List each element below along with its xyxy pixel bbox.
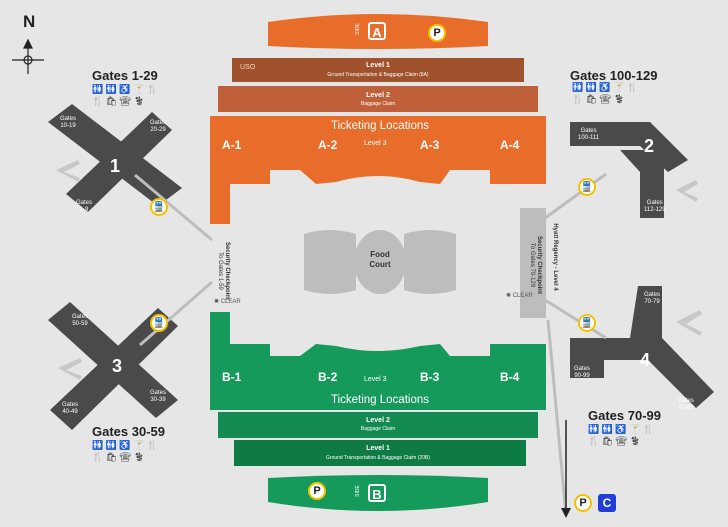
food-court-area[interactable] — [304, 230, 456, 294]
gate-range-20-29: Gates 20-29 — [150, 120, 167, 133]
side-a-level2-label: Level 2 — [366, 92, 390, 99]
side-a-level1-strip[interactable] — [232, 58, 524, 82]
side-b-parking-icon[interactable]: P — [308, 482, 326, 500]
side-a-word: SIDE — [354, 23, 361, 35]
concourse-2-building[interactable] — [570, 122, 688, 218]
clear-right-label[interactable]: ✺ CLEAR — [506, 292, 533, 299]
parking-c-p-icon[interactable]: P — [574, 494, 592, 512]
side-a-ticketing-block[interactable] — [210, 116, 546, 224]
concourse-4-building[interactable] — [570, 286, 714, 408]
side-b-level1-sub-text: Ground Transportation & Baggage Claim — [326, 455, 417, 461]
concourse-3-title: Gates 30-59 — [92, 424, 165, 439]
side-b-level2-strip[interactable] — [218, 412, 538, 438]
section-a2[interactable]: A-2 — [318, 138, 338, 152]
food-court-label[interactable]: Food Court — [369, 250, 391, 269]
side-b-letter[interactable]: B — [368, 484, 386, 502]
gate-range-50-59: Gates 50-59 — [72, 314, 89, 327]
side-b-ticketing-block[interactable] — [210, 312, 546, 410]
side-a-letter[interactable]: A — [368, 22, 386, 40]
side-a-level1-label: Level 1 — [366, 62, 390, 69]
security-right-line1: Security Checkpoint — [536, 235, 542, 294]
section-a4[interactable]: A-4 — [500, 138, 520, 152]
concourse-3-number: 3 — [112, 356, 123, 376]
section-b4[interactable]: B-4 — [500, 370, 520, 384]
concourse-1-building[interactable] — [48, 104, 182, 212]
compass-rose — [12, 38, 44, 74]
side-b-level1-sub: Ground Transportation & Baggage Claim (2… — [290, 455, 466, 461]
side-b-ticketing-title: Ticketing Locations — [330, 394, 429, 406]
side-a-level1-sub-code: (8A) — [419, 72, 429, 78]
gate-range-70-79: Gates 70-79 — [644, 292, 661, 305]
security-right-line2: To Gates 70-129 — [529, 242, 535, 288]
gate-range-10-19: Gates 10-19 — [60, 116, 77, 129]
side-a-level1-sub-text: Ground Transportation & Baggage Claim — [327, 72, 418, 78]
section-b3[interactable]: B-3 — [420, 370, 440, 384]
train-icon-concourse-3[interactable]: 🚆 — [150, 314, 168, 332]
side-b-level2-sub: Baggage Claim — [360, 426, 396, 432]
side-a-level2-sub: Baggage Claim — [360, 101, 396, 107]
concourse-1-amenities-bottom: 🍴 🛍 ☎ ⚕ — [92, 96, 145, 106]
concourse-2-amenities-top: 🚻 🚻 ♿ 🍸 🍴 — [572, 82, 639, 92]
concourse-2-title: Gates 100-129 — [570, 68, 658, 83]
security-left-line1: Security Checkpoint — [224, 241, 230, 300]
concourse-1-amenities-top: 🚻 🚻 ♿ 🍸 🍴 — [92, 84, 159, 94]
side-b-level3: Level 3 — [364, 376, 387, 383]
gate-range-100-111: Gates 100-111 — [578, 128, 600, 141]
section-b2[interactable]: B-2 — [318, 370, 338, 384]
security-right-block[interactable] — [520, 208, 546, 318]
gate-range-40-49: Gates 40-49 — [62, 402, 79, 415]
concourse-1-number: 1 — [110, 156, 121, 176]
gate-range-80-89: Gates 80-89 — [678, 398, 695, 411]
security-left-line2: To Gates 1-59 — [217, 252, 223, 290]
security-right-label[interactable]: Security Checkpoint To Gates 70-129 — [528, 210, 542, 320]
train-icon-concourse-1[interactable]: 🚆 — [150, 198, 168, 216]
compass-north-label: N — [23, 12, 36, 31]
clear-left-label[interactable]: ✺ CLEAR — [214, 298, 241, 305]
concourse-3-amenities-top: 🚻 🚻 ♿ 🍸 🍴 — [92, 440, 159, 450]
side-b-level2-label: Level 2 — [366, 417, 390, 424]
concourse-2-number: 2 — [644, 136, 655, 156]
gate-range-112-129: Gates 112-129 — [644, 200, 666, 213]
concourse-4-amenities-top: 🚻 🚻 ♿ 🍸 🍴 — [588, 424, 655, 434]
section-a3[interactable]: A-3 — [420, 138, 440, 152]
parking-c-c-icon[interactable]: C — [598, 494, 616, 512]
side-a-ticketing-title: Ticketing Locations — [330, 120, 429, 132]
gate-range-30-39: Gates 30-39 — [150, 390, 167, 403]
side-a-level1-sub: Ground Transportation & Baggage Claim (8… — [290, 72, 466, 78]
side-b-level1-sub-code: (20B) — [417, 455, 430, 461]
concourse-4-title: Gates 70-99 — [588, 408, 661, 423]
side-b-level1-strip[interactable] — [234, 440, 526, 466]
concourse-2-amenities-bottom: 🍴 🛍 ☎ ⚕ — [572, 94, 625, 104]
parking-c-arrow — [561, 508, 571, 518]
concourse-3-amenities-bottom: 🍴 🛍 ☎ ⚕ — [92, 452, 145, 462]
security-left-label[interactable]: Security Checkpoint To Gates 1-59 — [216, 216, 230, 326]
clear-right-text: CLEAR — [512, 293, 533, 299]
clear-right-icon: ✺ — [506, 293, 512, 299]
side-a-level3: Level 3 — [364, 140, 387, 147]
side-b-word: SIDE — [354, 485, 361, 497]
side-a-parking-icon[interactable]: P — [428, 24, 446, 42]
side-b-level1-label: Level 1 — [366, 445, 390, 452]
concourse-4-number: 4 — [640, 350, 651, 370]
section-b1[interactable]: B-1 — [222, 370, 242, 384]
section-a1[interactable]: A-1 — [222, 138, 242, 152]
concourse-4-amenities-bottom: 🍴 🛍 ☎ ⚕ — [588, 436, 641, 446]
clear-left-text: CLEAR — [220, 299, 241, 305]
gate-range-90-99: Gates 90-99 — [574, 366, 591, 379]
gate-range-1-9: Gates 1-9 — [76, 200, 93, 213]
uso-label: USO — [240, 64, 256, 71]
airplane-icons — [56, 160, 702, 380]
walkways — [134, 172, 607, 516]
clear-left-icon: ✺ — [214, 299, 220, 305]
train-icon-concourse-2[interactable]: 🚆 — [578, 178, 596, 196]
hyatt-label: Hyatt Regency - Level 4 — [552, 223, 558, 291]
train-icon-concourse-4[interactable]: 🚆 — [578, 314, 596, 332]
concourse-1-title: Gates 1-29 — [92, 68, 158, 83]
side-a-level2-strip[interactable] — [218, 86, 538, 112]
